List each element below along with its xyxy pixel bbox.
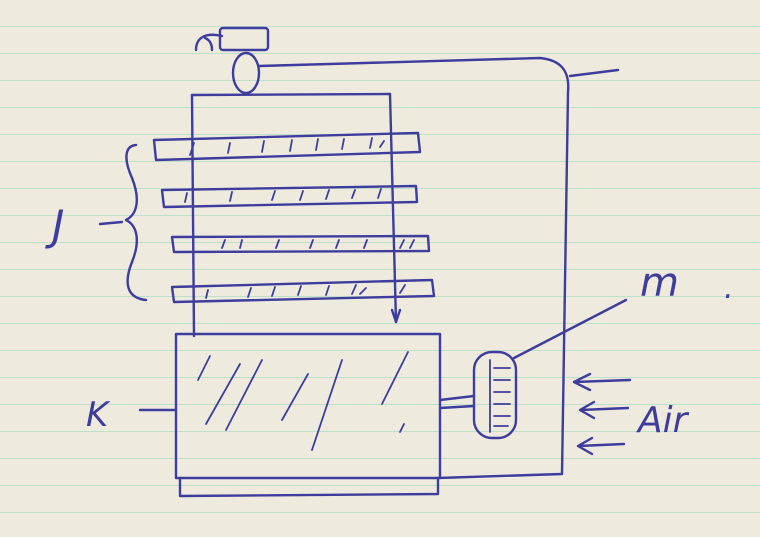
top-valve — [196, 28, 268, 93]
air-arrows — [574, 374, 630, 454]
brace-j — [126, 145, 146, 300]
chamber-k — [176, 334, 440, 496]
valve-body — [220, 28, 268, 50]
valve-spout — [205, 38, 212, 50]
valve-bulb — [233, 53, 259, 93]
motor-m — [440, 352, 516, 438]
leader-j — [100, 222, 122, 224]
pipe-l — [259, 58, 568, 478]
label-k: K — [86, 395, 111, 435]
air-arrow-3 — [578, 438, 624, 454]
label-m-mark: . — [724, 271, 734, 306]
label-j: J — [45, 201, 64, 250]
label-m: m — [640, 260, 679, 306]
shelf-1 — [154, 133, 420, 160]
air-arrow-2 — [580, 402, 628, 418]
chamber-glass-hatching — [198, 352, 408, 450]
air-arrow-1 — [574, 374, 630, 390]
leader-m — [514, 300, 626, 358]
leader-l — [570, 70, 618, 76]
shelf-2 — [162, 186, 417, 207]
chamber-base — [180, 480, 438, 496]
shelf-3 — [172, 236, 429, 252]
label-air: Air — [636, 400, 690, 441]
